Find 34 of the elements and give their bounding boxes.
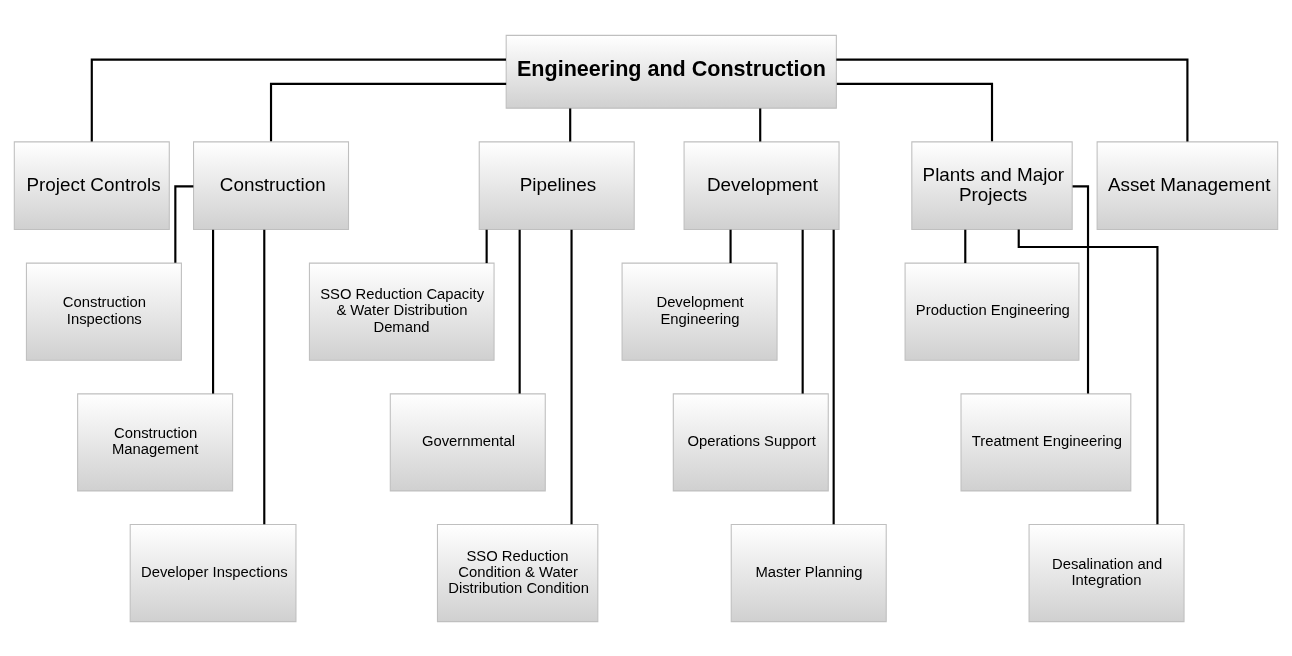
connector	[569, 107, 572, 141]
connector	[90, 58, 506, 142]
connector	[759, 107, 762, 141]
node-box: Construction Management	[77, 392, 234, 491]
node-box: Construction Inspections	[25, 262, 182, 361]
connector	[263, 229, 266, 524]
node-box: Asset Management	[1096, 140, 1279, 230]
connector	[832, 229, 835, 524]
connector	[836, 82, 994, 141]
connector	[269, 82, 507, 141]
connector	[801, 229, 804, 394]
node-box: SSO Reduction Condition & Water Distribution Condition	[436, 523, 599, 622]
node-box: Desalination and Integration	[1028, 523, 1185, 622]
connector	[836, 58, 1189, 142]
connector	[518, 229, 521, 394]
connector	[485, 229, 488, 263]
node-box: Master Planning	[730, 523, 887, 622]
connector	[964, 229, 967, 263]
node-box: Development Engineering	[621, 262, 778, 361]
node-box: Construction	[193, 140, 350, 230]
connector	[212, 229, 215, 394]
node-box: Developer Inspections	[129, 523, 297, 622]
node-box: Project Controls	[13, 140, 170, 230]
node-box: Treatment Engineering	[960, 392, 1132, 491]
node-box: Development	[683, 140, 840, 230]
node-box: Pipelines	[478, 140, 635, 230]
node-box: Governmental	[389, 392, 546, 491]
connector	[729, 229, 732, 263]
node-box: Operations Support	[672, 392, 829, 491]
node-box: Plants and Major Projects	[911, 140, 1073, 230]
node-box: SSO Reduction Capacity & Water Distribution Demand	[308, 262, 495, 361]
connector	[570, 229, 573, 524]
node-box: Production Engineering	[904, 262, 1080, 361]
node-box: Engineering and Construction	[505, 34, 837, 109]
